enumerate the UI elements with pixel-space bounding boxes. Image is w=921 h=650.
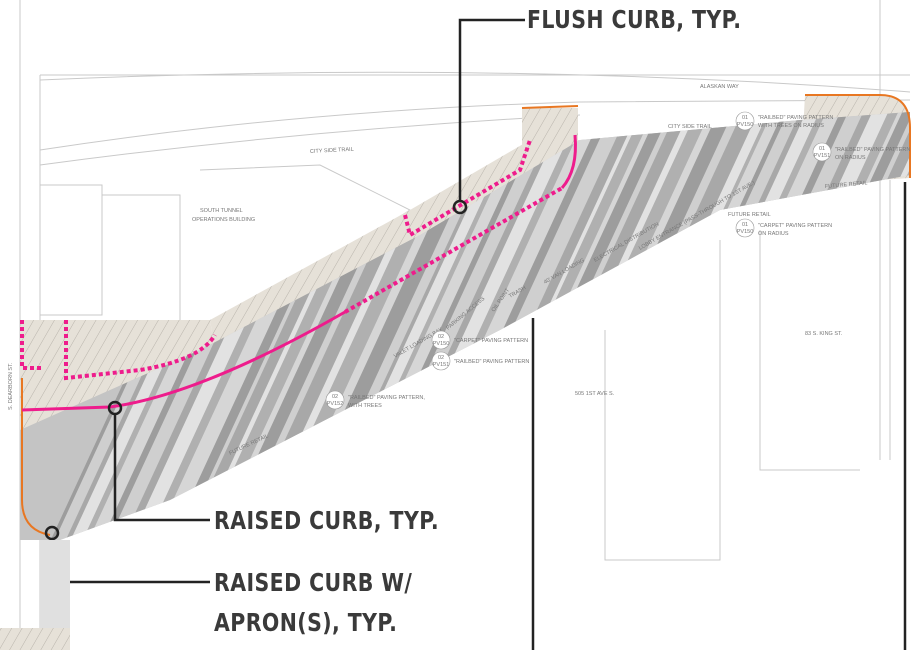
paving-stripe bbox=[470, 112, 785, 540]
paving-stripe bbox=[524, 112, 835, 540]
paving-code: 01 bbox=[742, 115, 748, 121]
paving-stripe bbox=[910, 0, 921, 650]
paving-code: 02 bbox=[438, 355, 444, 361]
callout-flush-curb: FLUSH CURB, TYP. bbox=[527, 5, 742, 34]
label-dearborn: S. DEARBORN ST. bbox=[8, 362, 14, 410]
label-future-retail: FUTURE RETAIL bbox=[728, 212, 771, 218]
paving-stripe bbox=[485, 112, 794, 540]
raised-curb-apron-leader bbox=[50, 539, 210, 584]
paving-sheet: PV150 bbox=[433, 341, 450, 347]
paving-stripe bbox=[520, 112, 824, 540]
flush-curb-marker bbox=[452, 199, 468, 215]
paving-stripe bbox=[535, 112, 840, 540]
label-south-tunnel: SOUTH TUNNEL bbox=[200, 208, 243, 214]
corner-hatch-top bbox=[522, 108, 578, 146]
flush-curb-leader bbox=[458, 18, 525, 201]
label-future-retail-2: FUTURE RETAIL bbox=[825, 180, 868, 190]
paving-text: "RAILBED" PAVING PATTERN bbox=[758, 115, 833, 121]
paving-stripe bbox=[900, 112, 910, 540]
paving-code: 01 bbox=[742, 222, 748, 228]
paving-code: 02 bbox=[332, 394, 338, 400]
paving-sheet: PV151 bbox=[433, 362, 450, 368]
paving-code: 02 bbox=[438, 334, 444, 340]
paving-text: WITH TREES ON RADIUS bbox=[758, 123, 824, 129]
paving-text: "RAILBED" PAVING PATTERN bbox=[835, 147, 910, 153]
paving-text: "CARPET" PAVING PATTERN bbox=[454, 338, 528, 344]
paving-text: ON RADIUS bbox=[758, 231, 789, 237]
raised-curb-line bbox=[21, 310, 346, 412]
paving-sheet: PV151 bbox=[814, 153, 831, 159]
callout-raised-curb: RAISED CURB, TYP. bbox=[214, 506, 440, 535]
paving-stripe bbox=[510, 112, 820, 540]
paving-text: "CARPET" PAVING PATTERN bbox=[758, 223, 832, 229]
paving-text: "RAILBED" PAVING PATTERN, bbox=[348, 395, 425, 401]
paving-sheet: PV150 bbox=[737, 122, 754, 128]
paving-code: 01 bbox=[819, 146, 825, 152]
paving-sheet: PV150 bbox=[737, 229, 754, 235]
paving-text: "RAILBED" PAVING PATTERN bbox=[454, 359, 529, 365]
label-city-side-trail: CITY SIDE TRAIL bbox=[310, 147, 354, 155]
paving-text: ON RADIUS bbox=[835, 155, 866, 161]
raised-curb-apron-line bbox=[21, 94, 911, 536]
paving-stripe bbox=[494, 112, 810, 540]
callout-raised-curb-apron-2: APRON(S), TYP. bbox=[214, 608, 398, 637]
label-king-st: 83 S. KING ST. bbox=[805, 331, 843, 337]
raised-curb-leader bbox=[113, 414, 210, 522]
paving-stripe bbox=[914, 0, 921, 650]
raised-curb-marker bbox=[107, 400, 123, 416]
label-city-side-trail-2: CITY SIDE TRAIL bbox=[668, 124, 712, 130]
callout-raised-curb-apron-1: RAISED CURB W/ bbox=[214, 568, 413, 597]
paving-text: WITH TREES bbox=[348, 403, 382, 409]
paving-sheet: PV152 bbox=[327, 401, 344, 407]
flush-curb-line-left bbox=[20, 320, 217, 381]
label-operations-building: OPERATIONS BUILDING bbox=[192, 217, 255, 223]
raised-curb-apron-marker bbox=[44, 525, 60, 541]
paving-bottom-corner bbox=[0, 628, 70, 650]
label-first-ave: 505 1ST AVE S. bbox=[575, 391, 615, 397]
label-alaskan-way: ALASKAN WAY bbox=[700, 84, 739, 90]
raised-curb-line-upper bbox=[560, 134, 577, 189]
